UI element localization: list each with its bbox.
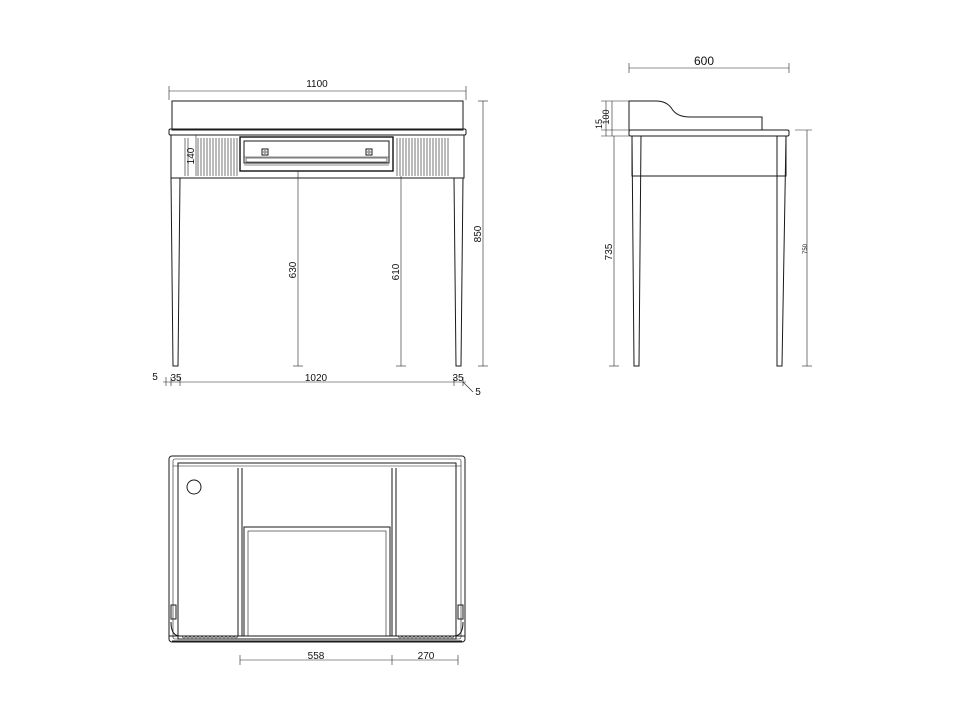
- dim-600: 600: [694, 54, 714, 68]
- dim-5-right: 5: [475, 387, 481, 398]
- top-dimensions: 558 270: [239, 651, 459, 665]
- drawer-opening: [239, 136, 394, 172]
- front-apron: [170, 134, 465, 179]
- side-upstand: [628, 100, 763, 130]
- fluted-panel-right: [396, 138, 449, 176]
- dim-1020: 1020: [305, 373, 328, 384]
- dim-35-right: 35: [452, 373, 464, 384]
- dim-735: 735: [604, 243, 615, 260]
- top-outer: [168, 455, 466, 643]
- dim-1100: 1100: [306, 79, 328, 90]
- dim-558: 558: [308, 651, 325, 662]
- dim-140: 140: [186, 147, 197, 164]
- drawer-handle-right[interactable]: [365, 148, 373, 156]
- dim-100: 100: [601, 109, 611, 124]
- side-tabletop: [628, 129, 790, 137]
- front-leg-left: [170, 177, 181, 367]
- dim-270: 270: [418, 651, 435, 662]
- top-fluting-right: [397, 635, 455, 639]
- top-drawer-box: [243, 526, 391, 637]
- side-apron: [631, 135, 787, 177]
- dim-15: 15: [594, 119, 604, 129]
- front-leg-right: [453, 177, 464, 367]
- side-leg-right: [776, 135, 787, 367]
- front-upstand: [171, 100, 464, 131]
- cable-hole: [186, 479, 202, 495]
- top-view: [168, 455, 466, 643]
- front-view: [168, 100, 467, 367]
- drawer-handle-left[interactable]: [261, 148, 269, 156]
- side-dimensions: 600 15 100 735 750: [594, 54, 812, 367]
- drawer-front[interactable]: [243, 140, 390, 164]
- dim-850: 850: [473, 225, 484, 242]
- dim-5-left: 5: [152, 372, 158, 383]
- front-dimensions: 1100 850 140 630 610 5 35 1020 35 5: [152, 79, 488, 398]
- dim-750: 750: [803, 243, 809, 254]
- top-fluting-left: [181, 635, 239, 639]
- dim-630: 630: [288, 261, 299, 278]
- fluted-panel-left: [184, 138, 238, 176]
- side-view: [628, 100, 790, 367]
- dim-610: 610: [391, 263, 402, 280]
- dim-35-left: 35: [170, 373, 182, 384]
- side-leg-left: [631, 135, 642, 367]
